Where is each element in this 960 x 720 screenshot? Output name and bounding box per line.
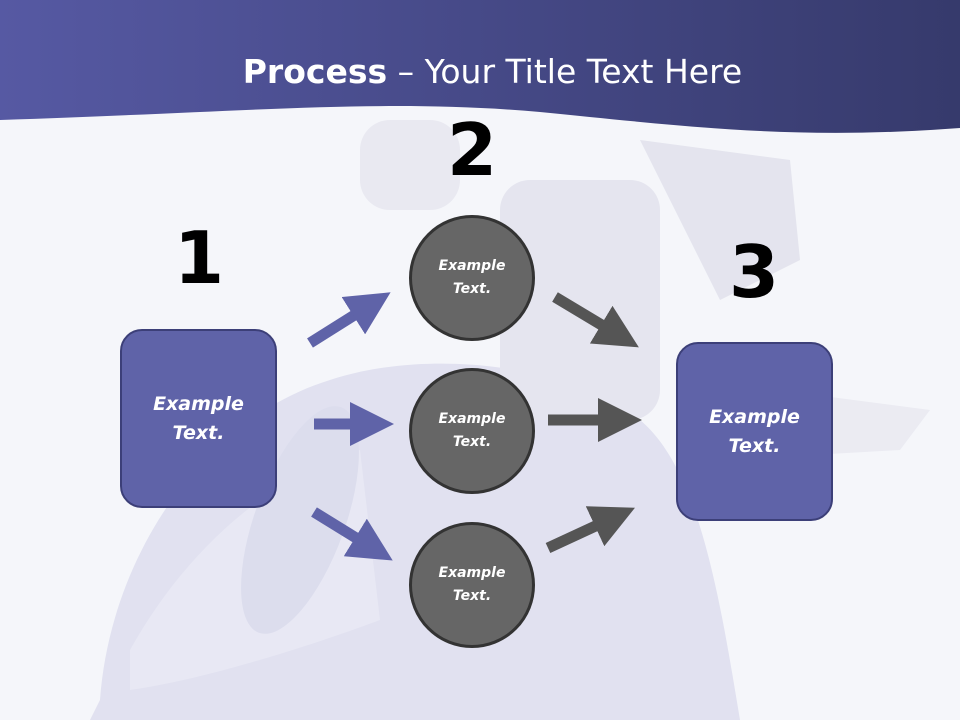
step-number-1: 1 <box>173 216 225 300</box>
step-3-box: Example Text. <box>676 342 833 521</box>
box-text-line2: Text. <box>172 421 225 444</box>
box-text-line1: Example <box>153 392 244 415</box>
step-1-box: Example Text. <box>120 329 277 508</box>
arrow-1-to-2c <box>311 507 393 561</box>
circle-text-line2: Text. <box>452 281 492 297</box>
grey-arrows <box>545 292 642 553</box>
step-2-circle-bottom: Example Text. <box>409 522 535 648</box>
title-bold: Process <box>242 52 388 91</box>
step-number-2: 2 <box>446 108 498 192</box>
circle-text-line2: Text. <box>452 434 492 450</box>
arrow-2a-to-3 <box>552 292 639 348</box>
step-number-3: 3 <box>728 230 780 314</box>
circle-text-line1: Example <box>438 411 506 427</box>
box-text-line2: Text. <box>728 434 781 457</box>
arrow-1-to-2a <box>307 292 391 348</box>
circle-text-line1: Example <box>438 565 506 581</box>
circle-text-line2: Text. <box>452 588 492 604</box>
box-text-line1: Example <box>709 405 800 428</box>
header-banner <box>0 0 960 133</box>
title-rest: – Your Title Text Here <box>387 52 743 91</box>
circle-text-line1: Example <box>438 258 506 274</box>
slide-title: Process – Your Title Text Here <box>0 52 960 91</box>
arrow-2c-to-3 <box>545 506 635 553</box>
step-2-circle-top: Example Text. <box>409 215 535 341</box>
step-2-circle-middle: Example Text. <box>409 368 535 494</box>
blue-arrows <box>307 292 394 561</box>
